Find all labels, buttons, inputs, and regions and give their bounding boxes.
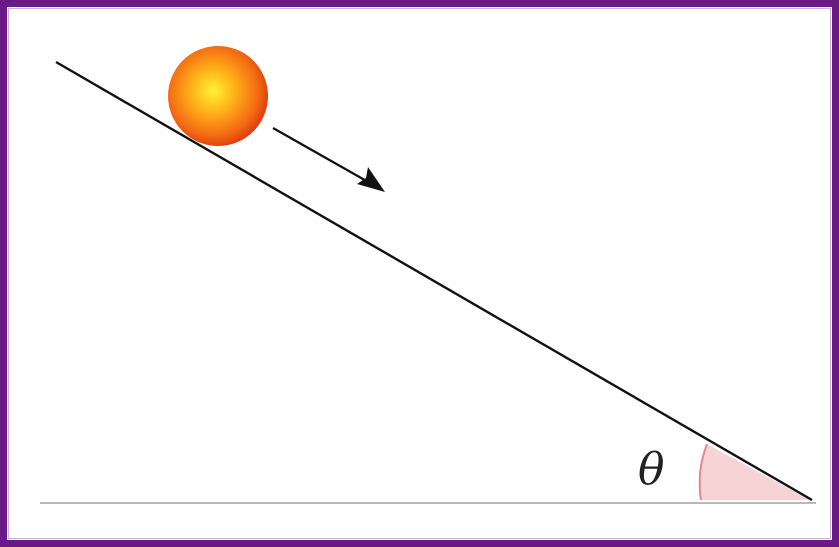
angle-wedge (699, 444, 810, 500)
arrow-down-right-icon (272, 127, 385, 192)
ball-icon (168, 46, 268, 146)
frame-inner-border (8, 8, 831, 539)
incline-line (55, 60, 813, 502)
angle-arc (698, 443, 708, 501)
angle-label: θ (638, 444, 665, 495)
